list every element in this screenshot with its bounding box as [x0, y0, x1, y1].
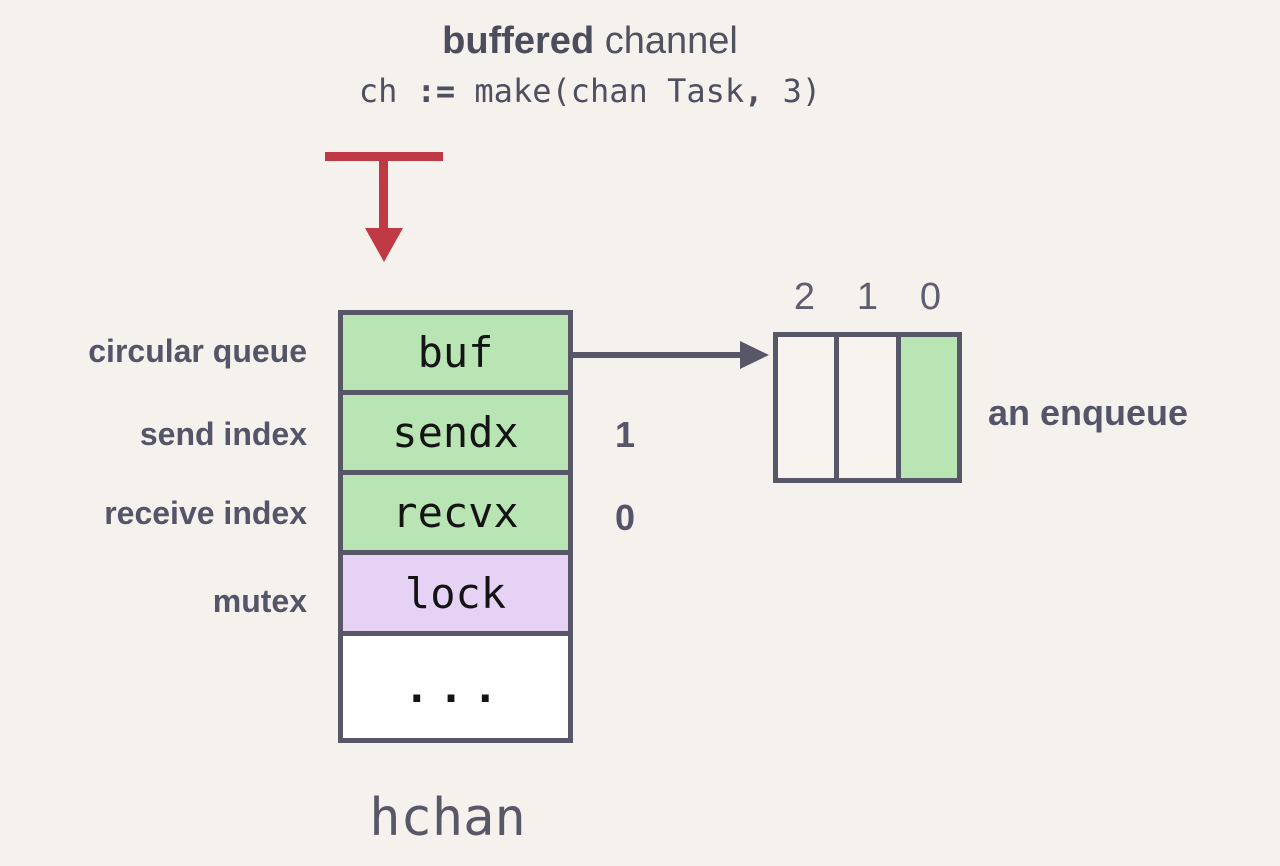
hchan-caption: hchan	[369, 788, 526, 848]
struct-field-lock: lock	[404, 568, 507, 618]
field-label-receive-index: receive index	[104, 495, 307, 531]
struct-field-ellipsis: ...	[404, 662, 507, 712]
field-label-send-index: send index	[139, 416, 307, 452]
red-arrow-stem	[379, 152, 388, 230]
struct-row-sendx: sendx	[343, 395, 568, 475]
struct-row-recvx: recvx	[343, 475, 568, 555]
diagram-title: buffered channel	[290, 20, 890, 63]
red-arrow-down-icon	[365, 228, 403, 262]
field-label-circular-queue: circular queue	[88, 333, 307, 369]
struct-field-recvx: recvx	[392, 488, 519, 537]
struct-field-sendx: sendx	[392, 408, 519, 457]
channel-make-code: ch := make(chan Task, 3)	[290, 72, 890, 110]
code-seg: make(chan Task	[455, 72, 745, 110]
code-seg: 3)	[763, 72, 822, 110]
struct-row-lock: lock	[343, 555, 568, 636]
hchan-struct-table: buf sendx recvx lock ...	[338, 310, 573, 743]
buffer-cell-2	[778, 337, 840, 478]
recvx-value: 0	[614, 497, 636, 538]
buffer-index-2: 2	[793, 276, 816, 318]
buf-pointer-arrowhead-icon	[740, 341, 769, 369]
struct-field-buf: buf	[417, 328, 494, 377]
struct-row-buf: buf	[343, 315, 568, 395]
circular-buffer	[773, 332, 962, 483]
code-seg-assign: :=	[416, 72, 456, 110]
title-bold-word: buffered	[442, 20, 595, 62]
buffer-index-1: 1	[856, 276, 879, 318]
struct-row-ellipsis: ...	[343, 636, 568, 738]
buffer-index-0: 0	[919, 276, 942, 318]
code-seg: ch	[358, 72, 417, 110]
code-seg-comma: ,	[744, 72, 764, 110]
buffer-cell-0-enqueued	[900, 337, 957, 478]
field-label-mutex: mutex	[212, 583, 307, 619]
buffer-cell-1	[839, 337, 901, 478]
buffer-index-labels: 2 1 0	[773, 276, 962, 319]
title-regular-word: channel	[594, 20, 738, 62]
enqueue-caption: an enqueue	[988, 392, 1189, 433]
buf-pointer-line	[573, 352, 743, 358]
sendx-value: 1	[614, 414, 636, 455]
